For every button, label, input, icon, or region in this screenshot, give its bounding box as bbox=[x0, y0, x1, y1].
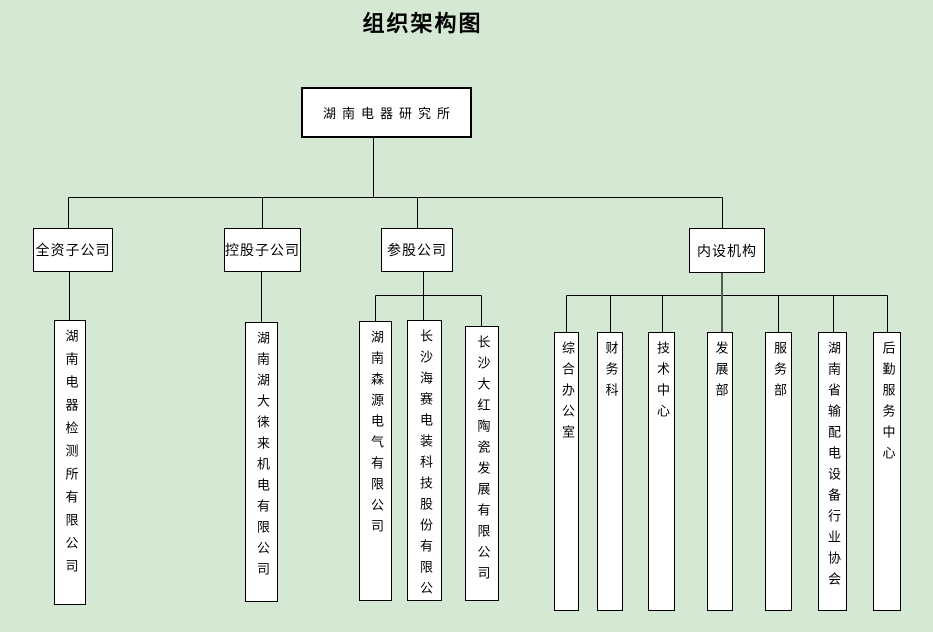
node-service-department: 服务部 bbox=[765, 332, 792, 611]
node-dahong-ceramics: 长沙大红陶瓷发展有限公司 bbox=[465, 326, 499, 601]
node-technology-center: 技术中心 bbox=[648, 332, 675, 611]
branch-label: 全资子公司 bbox=[35, 243, 111, 259]
node-haisai-electric-technology: 长沙海赛电装科技股份有限公 bbox=[407, 320, 442, 602]
leaf-label: 湖南湖大徕来机电有限公司 bbox=[254, 331, 269, 583]
node-root-label: 湖南电器研究所 bbox=[322, 107, 456, 122]
node-finance-section: 财务科 bbox=[597, 332, 623, 611]
node-logistics-service-center: 后勤服务中心 bbox=[873, 332, 901, 611]
node-wholly-owned-subsidiaries: 全资子公司 bbox=[33, 228, 113, 272]
node-power-equipment-industry-association: 湖南省输配电设备行业协会 bbox=[818, 332, 847, 611]
node-senyuan-electric: 湖南森源电气有限公司 bbox=[359, 321, 392, 601]
branch-label: 参股公司 bbox=[387, 243, 447, 259]
node-internal-departments: 内设机构 bbox=[689, 228, 765, 273]
branch-label: 内设机构 bbox=[697, 243, 757, 260]
chart-title: 组织架构图 bbox=[362, 12, 483, 37]
node-development-department: 发展部 bbox=[707, 332, 733, 611]
leaf-label: 湖南森源电气有限公司 bbox=[368, 330, 383, 540]
leaf-label: 技术中心 bbox=[654, 341, 669, 425]
leaf-label: 发展部 bbox=[712, 341, 728, 404]
leaf-label: 湖南电器检测所有限公司 bbox=[62, 329, 78, 582]
leaf-label: 湖南省输配电设备行业协会 bbox=[825, 341, 840, 593]
leaf-label: 财务科 bbox=[602, 341, 618, 404]
leaf-label: 综合办公室 bbox=[559, 341, 574, 446]
leaf-label: 长沙海赛电装科技股份有限公 bbox=[417, 329, 432, 602]
node-invested-companies: 参股公司 bbox=[381, 228, 453, 272]
node-hudalailai-electromechanical: 湖南湖大徕来机电有限公司 bbox=[245, 322, 278, 602]
leaf-label: 服务部 bbox=[771, 341, 786, 404]
node-holding-subsidiaries: 控股子公司 bbox=[224, 228, 301, 272]
branch-label: 控股子公司 bbox=[225, 243, 300, 259]
node-electric-testing-institute: 湖南电器检测所有限公司 bbox=[54, 320, 86, 605]
leaf-label: 后勤服务中心 bbox=[879, 341, 895, 467]
node-root-institute: 湖南电器研究所 bbox=[301, 87, 472, 138]
leaf-label: 长沙大红陶瓷发展有限公司 bbox=[474, 335, 490, 587]
thin-connectors bbox=[68, 138, 888, 332]
node-general-office: 综合办公室 bbox=[554, 332, 579, 611]
